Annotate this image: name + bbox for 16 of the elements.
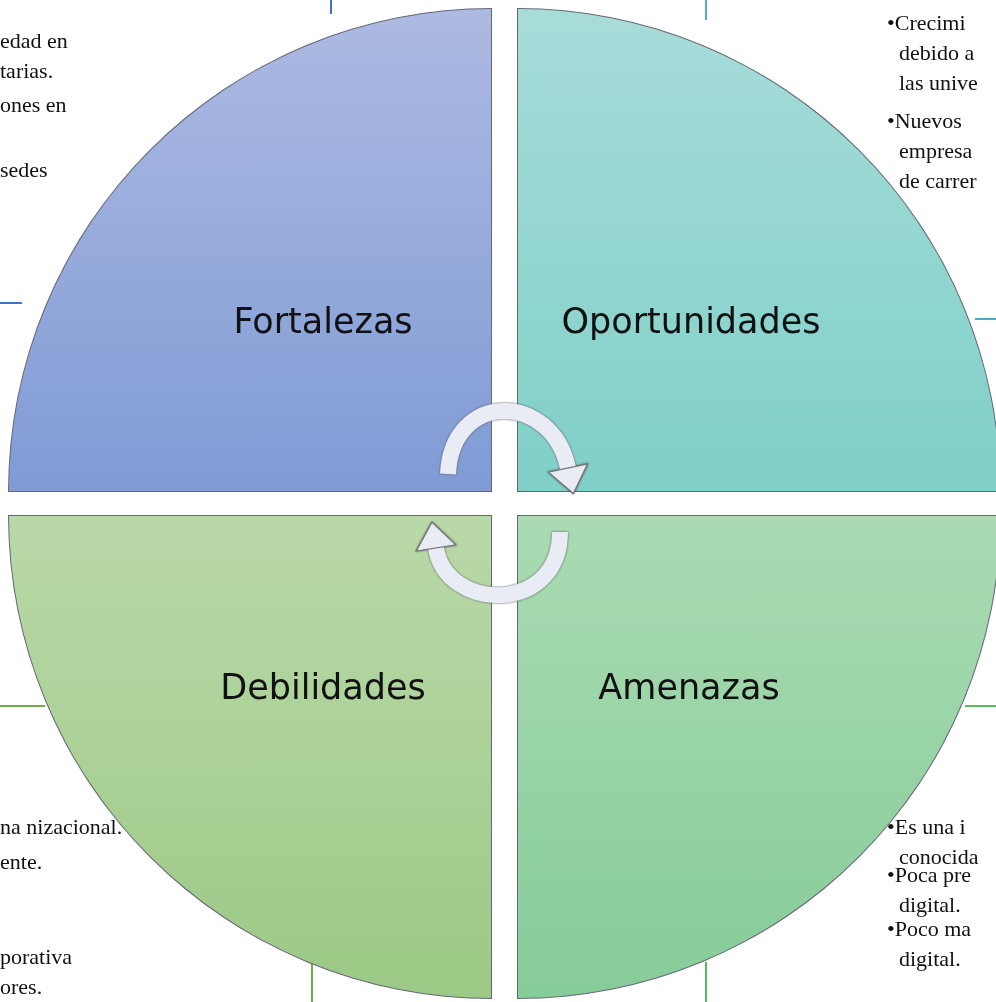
text-fragment: ente.: [0, 848, 44, 876]
quadrant-title: Fortalezas: [233, 301, 413, 341]
text-fragment: sedes: [0, 156, 49, 184]
quarter-circle-segment: [517, 8, 996, 492]
bullet-item: •Es una i conocida: [887, 813, 980, 869]
bullet-item: •Nuevos empresa de carrer: [887, 107, 978, 195]
quarter-circle-segment: [517, 515, 996, 999]
quadrant-title: Amenazas: [598, 667, 780, 707]
text-fragment: na nizacional.: [0, 813, 124, 841]
quadrant-title: Debilidades: [220, 667, 426, 707]
text-fragment: porativa ores.: [0, 943, 74, 1001]
bullet-item: •Poco ma digital.: [887, 916, 973, 973]
quadrant-title: Oportunidades: [561, 301, 821, 341]
text-fragment: ones en: [0, 91, 68, 119]
text-fragment: edad en tarias.: [0, 27, 69, 85]
bullet-item: •Crecimi debido a las unive: [887, 9, 979, 97]
